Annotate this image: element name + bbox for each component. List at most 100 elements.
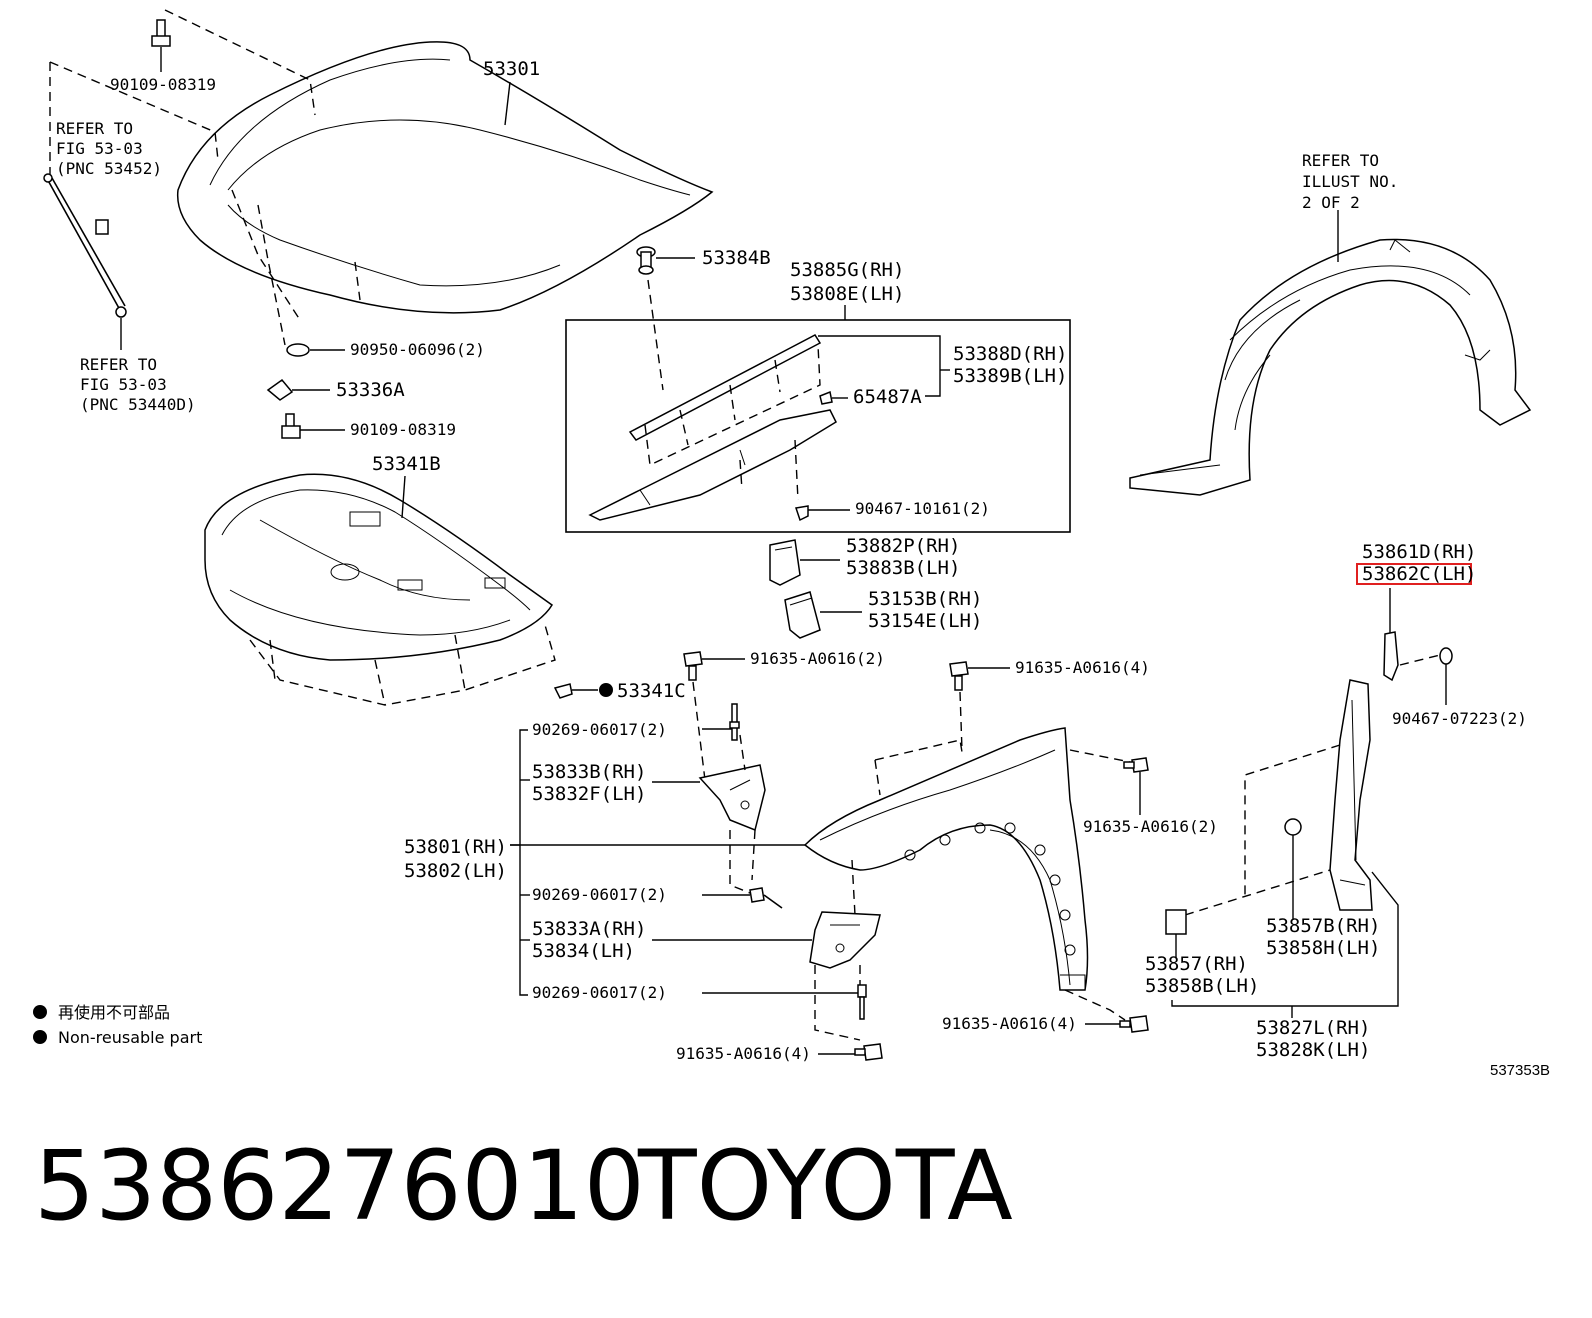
screw-bottom-label: 90269-06017(2) — [532, 983, 667, 1002]
seal-27l-rh-label: 53827L(RH) — [1256, 1017, 1370, 1039]
clip-65487-label: 65487A — [853, 386, 922, 408]
seal-28k-lh-label: 53828K(LH) — [1256, 1039, 1370, 1061]
seal-57b-icon — [1284, 818, 1302, 836]
plug-icon — [286, 343, 310, 357]
bolt-a0616-top-left-icon — [683, 651, 703, 681]
clip-07223-label: 90467-07223(2) — [1392, 709, 1527, 728]
bracket-b-dash-3 — [751, 829, 756, 881]
seal-rh-label: 53885G(RH) — [790, 259, 904, 281]
hood-bolt-icon — [151, 19, 171, 72]
bolt-a0616-lower-label: 91635-A0616(4) — [676, 1044, 811, 1063]
clip-65487-icon — [819, 390, 833, 405]
hood-bolt-label: 90109-08319 — [110, 75, 216, 94]
clip-label: 53341C — [617, 680, 686, 702]
refer-illust-line3: 2 OF 2 — [1302, 193, 1360, 212]
seal-57-icon — [1165, 909, 1187, 935]
seal-sub-lh-label: 53389B(LH) — [953, 365, 1067, 387]
refer-dash-top — [49, 61, 219, 161]
left-group-bracket — [519, 729, 528, 996]
highlight-box — [1356, 563, 1472, 585]
refer-fig-a-line1: REFER TO — [56, 119, 133, 138]
legend-en-bullet — [33, 1030, 47, 1044]
stop-cushion-icon — [266, 378, 294, 401]
bolt-a0616-top-right-label: 91635-A0616(4) — [1015, 658, 1150, 677]
side-seal-dash-2 — [1184, 869, 1331, 916]
bracket-b-dash — [739, 734, 746, 771]
bracket-a-dash — [851, 859, 856, 916]
seal-front-rh-label: 53861D(RH) — [1362, 541, 1476, 563]
seal-57-rh-label: 53857(RH) — [1145, 953, 1248, 975]
pad-rh-label: 53153B(RH) — [868, 588, 982, 610]
bolt-top-right-dash — [959, 691, 963, 751]
bolt-a0616-bottom-icon — [1119, 1015, 1149, 1033]
bolt-a0616-right-label: 91635-A0616(2) — [1083, 817, 1218, 836]
bolt-a0616-right-icon — [1123, 757, 1149, 773]
refer-fig-a-line3: (PNC 53452) — [56, 159, 162, 178]
seal-sub-rh-label: 53388D(RH) — [953, 343, 1067, 365]
clip-icon — [553, 683, 573, 699]
seal-front-icon — [1383, 631, 1399, 682]
bracket-a-dash-2 — [814, 965, 861, 1041]
bolt-a0616-top-left-label: 91635-A0616(2) — [750, 649, 885, 668]
cap-icon — [636, 246, 656, 275]
hood-stay-rod — [43, 173, 127, 318]
seal-lh-label: 53808E(LH) — [790, 283, 904, 305]
legend-jp-text: 再使用不可部品 — [58, 1003, 170, 1022]
hood-panel — [176, 41, 714, 346]
plug-label: 90950-06096(2) — [350, 340, 485, 359]
brand-name: TOYOTA — [638, 1130, 1013, 1242]
cowl-seal-strip — [588, 334, 837, 521]
fender-rh-label: 53801(RH) — [404, 836, 507, 858]
illustration-id: 537353B — [1490, 1062, 1550, 1079]
seal-group-box — [565, 319, 1071, 533]
bolt-top-left-dash — [692, 681, 706, 781]
refer-fig-b-line3: (PNC 53440D) — [80, 395, 196, 414]
seal-57b-rh-label: 53857B(RH) — [1266, 915, 1380, 937]
legend-jp-bullet — [33, 1005, 47, 1019]
hood-bolt-dash — [164, 9, 316, 116]
stop-cushion-label: 53336A — [336, 379, 405, 401]
screw-mid-label: 90269-06017(2) — [532, 885, 667, 904]
seal-27l-bracket — [1171, 871, 1399, 1007]
screw-top-icon — [729, 703, 740, 741]
hood-leader — [504, 81, 511, 126]
protector-icon — [769, 539, 801, 586]
front-fender — [803, 727, 1131, 1021]
clip-90467-label: 90467-10161(2) — [855, 499, 990, 518]
clip-90467-icon — [795, 505, 809, 522]
non-reusable-marker — [599, 683, 613, 697]
bracket-b-lh-label: 53832F(LH) — [532, 783, 646, 805]
legend-en-text: Non-reusable part — [58, 1028, 202, 1047]
refer-fig-b-line2: FIG 53-03 — [80, 375, 167, 394]
seal-58b-lh-label: 53858B(LH) — [1145, 975, 1259, 997]
insulator-label: 53341B — [372, 453, 441, 475]
bolt-a0616-lower-icon — [854, 1043, 883, 1061]
cap-dash — [647, 279, 664, 391]
refer-fig-b-line1: REFER TO — [80, 355, 157, 374]
pad-lh-label: 53154E(LH) — [868, 610, 982, 632]
bolt-a0616-top-right-icon — [949, 661, 969, 691]
clip-07223-icon — [1439, 647, 1453, 665]
bolt-2-icon — [281, 413, 301, 439]
refer-illust-line2: ILLUST NO. — [1302, 172, 1398, 191]
protector-lh-label: 53883B(LH) — [846, 557, 960, 579]
fender-side-seal — [1329, 679, 1373, 911]
bracket-b-rh-label: 53833B(RH) — [532, 761, 646, 783]
refer-fig-a-line2: FIG 53-03 — [56, 139, 143, 158]
seal-front-dash — [1399, 654, 1441, 666]
fender-lh-label: 53802(LH) — [404, 860, 507, 882]
protector-rh-label: 53882P(RH) — [846, 535, 960, 557]
fender-liner — [1129, 238, 1532, 496]
seal-sub-bracket — [818, 335, 941, 397]
bracket-a-icon — [809, 911, 881, 969]
bracket-a-lh-label: 53834(LH) — [532, 940, 635, 962]
cap-label: 53384B — [702, 247, 771, 269]
screw-bottom-icon — [857, 984, 867, 1020]
screw-mid-icon — [749, 887, 783, 909]
insulator-leader — [401, 475, 406, 519]
seal-front-lh-label: 53862C(LH) — [1362, 563, 1476, 585]
bracket-b-icon — [698, 764, 766, 832]
bracket-b-dash-2 — [729, 830, 756, 896]
screw-top-label: 90269-06017(2) — [532, 720, 667, 739]
